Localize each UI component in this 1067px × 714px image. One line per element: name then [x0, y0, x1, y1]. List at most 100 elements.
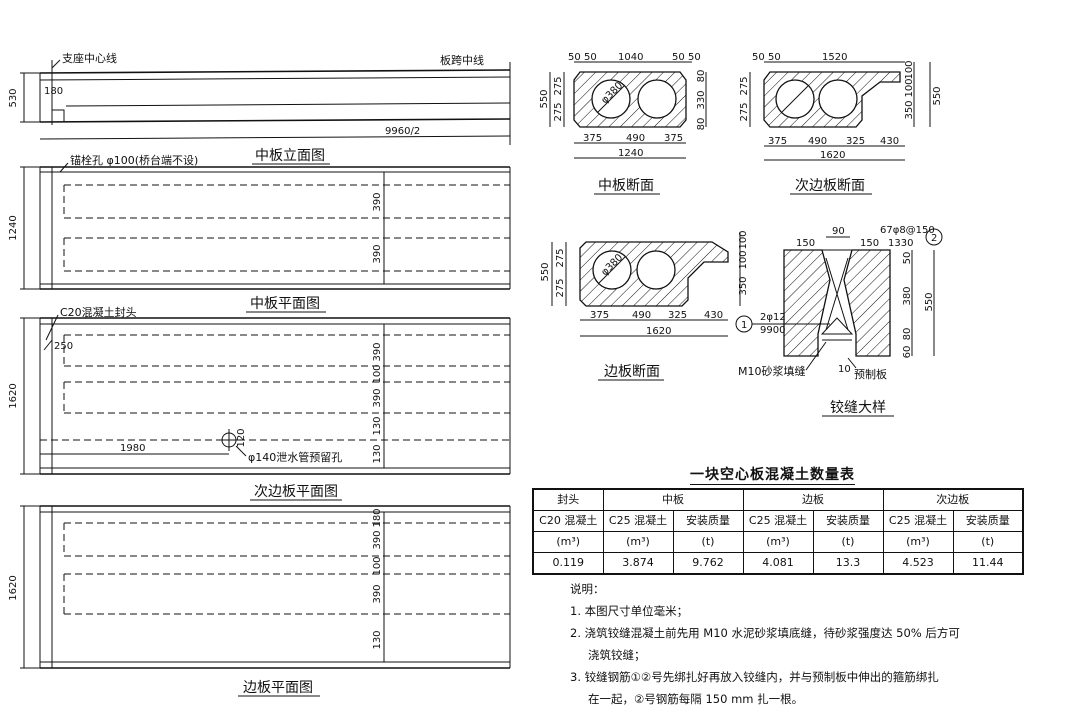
table-value-cell: 0.119	[532, 552, 604, 575]
joint-dim-150b: 150	[860, 238, 879, 249]
rebar-mark-2-label: 2	[931, 233, 937, 244]
sub-edge-section-dim-l2: 275	[739, 102, 750, 121]
mid-plan-width-dim: 1240	[8, 215, 19, 240]
mid-plan-title: 中板平面图	[250, 296, 320, 312]
edge-plan-dim-b: 390	[372, 530, 383, 549]
sub-edge-section-top-dim-2: 1520	[822, 52, 847, 63]
table-header-cell: C20 混凝土	[532, 510, 604, 532]
table-unit-cell: (t)	[812, 531, 884, 553]
edge-section-bottom-dim-3: 430	[704, 310, 723, 321]
table-header-cell: 安装质量	[672, 510, 744, 532]
sub-edge-section-dim-r2: 100	[904, 78, 915, 97]
rebar-top-spec: 67φ8@150	[880, 225, 935, 236]
mid-plan-dim-bottom: 390	[372, 244, 383, 263]
sub-edge-section-bottom-dim-0: 375	[768, 136, 787, 147]
note-3b: 在一起，②号钢筋每隔 150 mm 扎一根。	[588, 692, 804, 706]
concrete-quantity-table: 封头 中板 边板 次边板 C20 混凝土 C25 混凝土 安装质量 C25 混凝…	[532, 488, 1024, 575]
sub-edge-section-top-dim-0: 50	[752, 52, 765, 63]
end-cap-note: C20混凝土封头	[60, 305, 137, 319]
joint-dim-90: 90	[832, 226, 845, 237]
quantity-table-title: 一块空心板混凝土数量表	[690, 464, 855, 485]
table-header-cell: 边板	[742, 488, 884, 511]
table-value-cell: 13.3	[812, 552, 884, 575]
edge-section-bottom-dim-2: 325	[668, 310, 687, 321]
sub-edge-section-bottom-dim-3: 430	[880, 136, 899, 147]
joint-detail-title: 铰缝大样	[830, 400, 886, 416]
edge-section-dim-r2: 100	[738, 250, 749, 269]
table-value-cell: 9.762	[672, 552, 744, 575]
rebar-bottom-spec: 2φ12	[760, 312, 786, 323]
table-header-cell: 次边板	[882, 488, 1024, 511]
sub-edge-section-dim-l1: 275	[739, 76, 750, 95]
mid-slab-elevation: 530 180 支座中心线 板跨中线 9960/2 中板立面图	[8, 51, 511, 165]
table-row: C20 混凝土 C25 混凝土 安装质量 C25 混凝土 安装质量 C25 混凝…	[532, 510, 1024, 532]
span-centerline-label: 板跨中线	[440, 53, 484, 67]
note-3a: 3. 铰缝钢筋①②号先绑扎好再放入铰缝内，并与预制板中伸出的箍筋绑扎	[570, 670, 939, 684]
table-header-cell: C25 混凝土	[602, 510, 674, 532]
sub-edge-section-bottom-dim-1: 490	[808, 136, 827, 147]
mid-section-dim-r1: 80	[696, 70, 707, 83]
edge-section-dim-l1: 550	[540, 262, 551, 281]
table-header-cell: C25 混凝土	[882, 510, 954, 532]
table-row: 封头 中板 边板 次边板	[532, 488, 1024, 511]
mid-section-dim-l1: 550	[539, 89, 550, 108]
joint-dim-380: 380	[902, 286, 913, 305]
table-unit-cell: (m³)	[602, 531, 674, 553]
mid-section-bottom-dim-1: 490	[626, 133, 645, 144]
edge-section-dim-l2: 275	[555, 248, 566, 267]
mid-section-bottom-dim-2: 375	[664, 133, 683, 144]
joint-dim-80: 80	[902, 328, 913, 341]
mid-section-title: 中板断面	[598, 178, 654, 194]
joint-dim-50: 50	[902, 252, 913, 265]
sub-edge-section-total-dim: 1620	[820, 150, 845, 161]
drain-hole-pos-dim: 1980	[120, 443, 145, 454]
mid-section-top-dim-3: 50	[672, 52, 685, 63]
edge-section-dim-r1: 100	[738, 230, 749, 249]
anchor-hole-note: 锚栓孔 φ100(桥台端不设)	[70, 153, 198, 167]
sub-edge-section-dim-r4: 550	[932, 86, 943, 105]
table-unit-cell: (m³)	[532, 531, 604, 553]
edge-section-bottom-dim-1: 490	[632, 310, 651, 321]
end-cap-dim: 250	[54, 341, 73, 352]
table-value-cell: 4.523	[882, 552, 954, 575]
table-unit-cell: (t)	[952, 531, 1024, 553]
sub-edge-plan-width-dim: 1620	[8, 383, 19, 408]
mid-slab-section: φ380 50 50 1040 50 50 80 330 80 550 275 …	[539, 52, 707, 195]
edge-plan-width-dim: 1620	[8, 575, 19, 600]
edge-plan-title: 边板平面图	[243, 680, 313, 696]
mid-section-top-dim-2: 1040	[618, 52, 643, 63]
mid-section-total-dim: 1240	[618, 148, 643, 159]
precast-slab-note: 预制板	[854, 367, 887, 381]
sub-edge-plan-dim-a: 390	[372, 342, 383, 361]
mortar-joint-note: M10砂浆填缝	[738, 364, 806, 378]
mid-plan-dim-top: 390	[372, 192, 383, 211]
mid-section-top-dim-4: 50	[688, 52, 701, 63]
table-header-cell: 中板	[602, 488, 744, 511]
edge-section-title: 边板断面	[604, 364, 660, 380]
joint-dim-150a: 150	[796, 238, 815, 249]
edge-plan-dim-a: 180	[372, 508, 383, 527]
edge-section-dim-r3: 350	[738, 276, 749, 295]
table-row: (m³) (m³) (t) (m³) (t) (m³) (t)	[532, 531, 1024, 553]
rebar-mark-2	[925, 228, 943, 246]
edge-section-dim-l3: 275	[555, 278, 566, 297]
sub-edge-plan-dim-e: 130	[372, 444, 383, 463]
edge-slab-section: φ380 100 100 350 550 275 275 375 490 325…	[540, 230, 749, 381]
sub-edge-section-title: 次边板断面	[795, 178, 865, 194]
rebar-top-length: 1330	[888, 238, 913, 249]
mid-section-top-dim-1: 50	[584, 52, 597, 63]
edge-plan-dim-e: 130	[372, 630, 383, 649]
table-unit-cell: (m³)	[742, 531, 814, 553]
table-header-cell: 封头	[532, 488, 604, 511]
edge-section-total-dim: 1620	[646, 326, 671, 337]
sub-edge-section-dim-r3: 350	[904, 100, 915, 119]
table-header-cell: C25 混凝土	[742, 510, 814, 532]
joint-dim-10: 10	[838, 364, 851, 375]
rebar-mark-1-label: 1	[741, 320, 747, 331]
mid-elev-title: 中板立面图	[255, 148, 325, 164]
sub-edge-section-bottom-dim-2: 325	[846, 136, 865, 147]
edge-plan-dim-d: 390	[372, 584, 383, 603]
note-1: 1. 本图尺寸单位毫米；	[570, 604, 689, 618]
table-unit-cell: (m³)	[882, 531, 954, 553]
mid-elev-edge-dim: 180	[44, 86, 63, 97]
